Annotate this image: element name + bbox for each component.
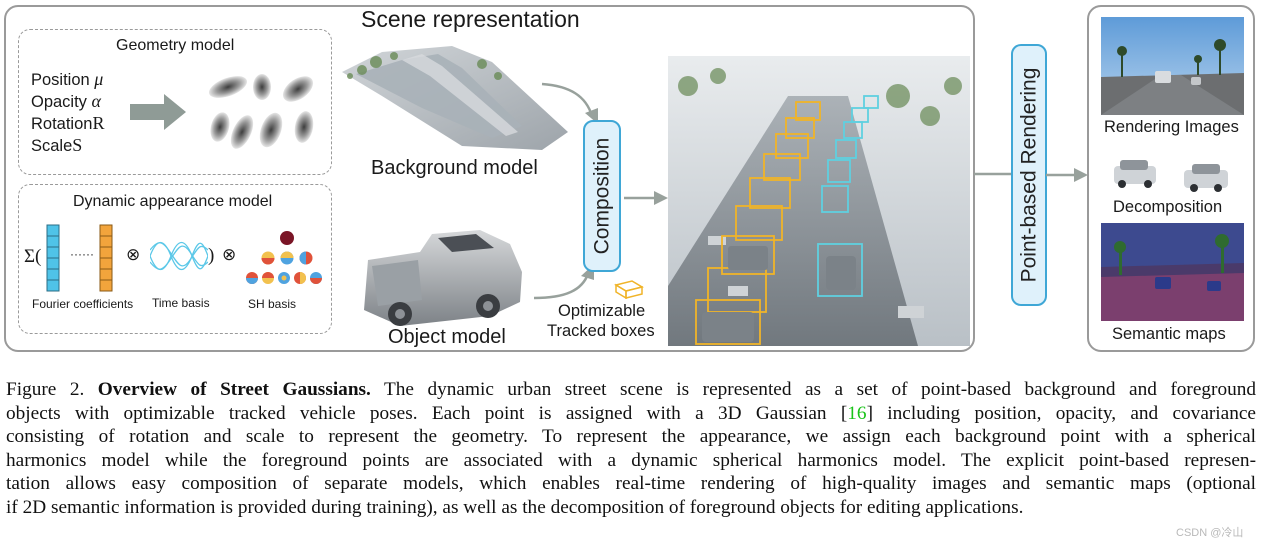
gaussian-ellipsoids-illustration: [208, 74, 314, 149]
tracked-boxes-label: Tracked boxes: [547, 322, 655, 340]
background-point-cloud: [342, 46, 568, 150]
geometry-model-box: [18, 29, 332, 175]
watermark: CSDN @冷山: [1176, 527, 1244, 539]
semantic-maps-label: Semantic maps: [1112, 325, 1226, 343]
sh-basis-spheres: [246, 231, 322, 284]
rendering-image: [1101, 17, 1244, 115]
background-model-label: Background model: [371, 157, 538, 179]
param-rotation: RotationR: [31, 113, 105, 133]
time-basis-label: Time basis: [152, 296, 210, 310]
param-opacity: Opacity α: [31, 91, 101, 111]
rendering-images-label: Rendering Images: [1104, 118, 1239, 136]
caption-line-1: Figure 2. Overview of Street Gaussians. …: [6, 379, 1257, 400]
fourier-coefficients-icon: [46, 224, 113, 292]
close-paren: ): [208, 245, 215, 266]
semantic-map-image: [1101, 223, 1244, 321]
object-point-cloud: [364, 230, 522, 326]
time-basis-waves: [150, 241, 208, 271]
citation-link[interactable]: 16: [847, 402, 867, 424]
otimes-symbol-1: ⊗: [126, 245, 141, 264]
object-model-label: Object model: [388, 326, 506, 348]
caption-line-6: if 2D semantic information is provided d…: [6, 496, 1024, 518]
composition-label: Composition: [590, 137, 614, 255]
caption-line-4: harmonics model while the foreground poi…: [6, 449, 1256, 471]
appearance-model-title: Dynamic appearance model: [73, 193, 273, 210]
geometry-model-title: Geometry model: [116, 37, 235, 54]
scene-to-rendering-line: [974, 172, 1012, 176]
fourier-coefficients-label: Fourier coefficients: [32, 297, 134, 311]
decomposition-cars: [1114, 160, 1228, 192]
point-based-rendering-block: Point-based Rendering: [1011, 44, 1047, 306]
composition-to-scene-arrow: [624, 191, 668, 205]
composition-block: Composition: [583, 120, 621, 272]
geometry-arrow: [130, 94, 186, 130]
appearance-model-box: [18, 184, 332, 334]
decomposition-label: Decomposition: [1113, 198, 1223, 216]
caption-line-3: consisting of rotation and scale to repr…: [6, 426, 1256, 448]
param-position: Position μ: [31, 69, 104, 89]
rendering-to-output-arrow: [1046, 168, 1088, 182]
sh-basis-label: SH basis: [248, 297, 297, 311]
point-based-rendering-label: Point-based Rendering: [1017, 67, 1040, 283]
sigma-symbol: Σ(: [24, 246, 42, 267]
tracked-box-icon: [614, 280, 644, 299]
figure-caption: Figure 2. Overview of Street Gaussians. …: [6, 378, 1256, 520]
scene-title: Scene representation: [361, 6, 580, 32]
otimes-symbol-2: ⊗: [222, 245, 237, 264]
param-scale: ScaleS: [31, 135, 83, 155]
caption-line-2: objects with optimizable tracked vehicle…: [6, 402, 1256, 424]
caption-line-5: tation allows easy composition of separa…: [6, 473, 1256, 495]
caption-bold-title: Overview of Street Gaussians.: [97, 379, 371, 400]
optimizable-label: Optimizable: [558, 302, 646, 320]
composed-scene-point-cloud: [668, 56, 970, 346]
dots-separator: ······: [70, 247, 94, 261]
